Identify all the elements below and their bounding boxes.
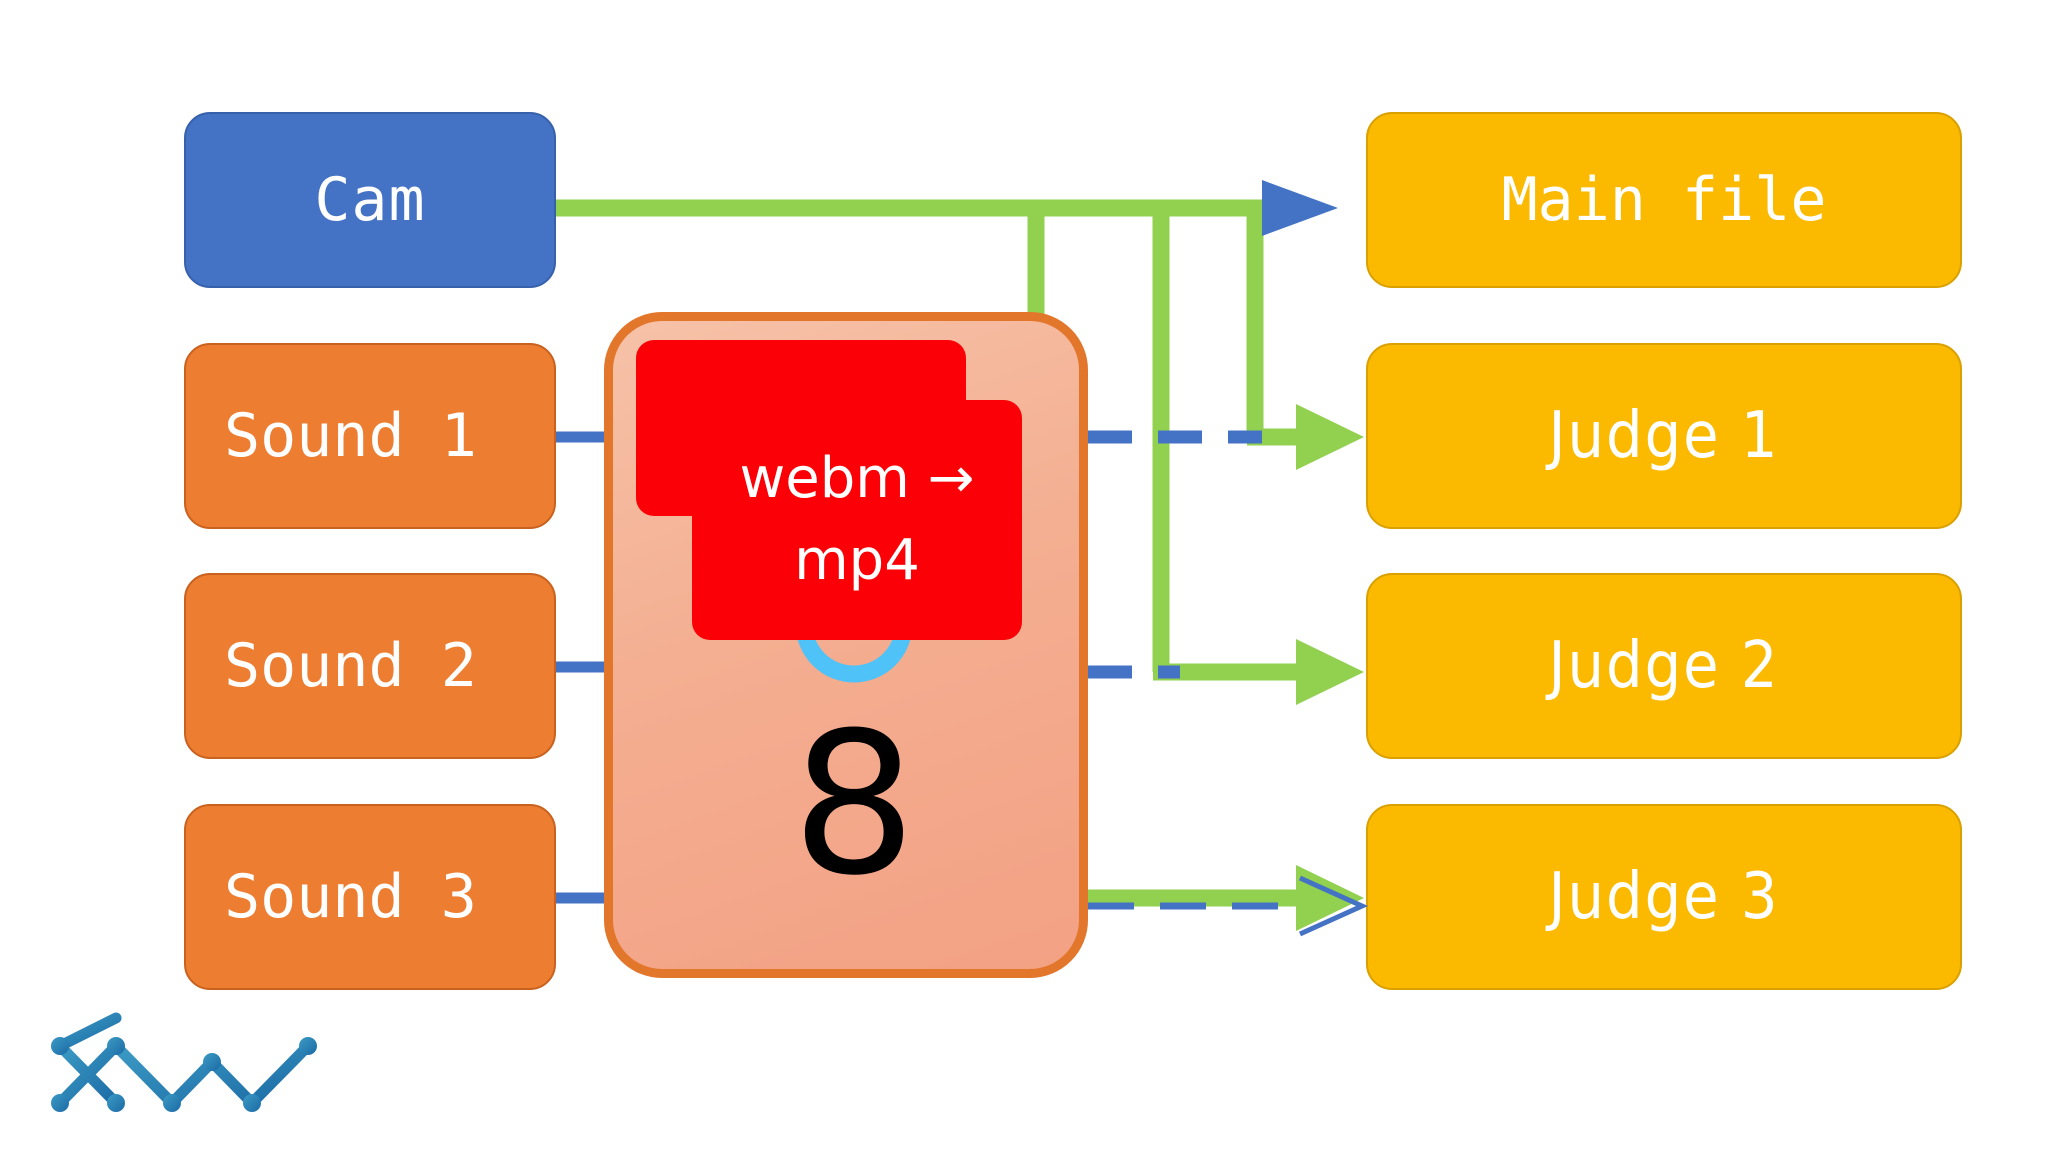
converter-counter: 8 bbox=[791, 691, 917, 919]
node-sound-3[interactable]: Sound 3 bbox=[184, 804, 556, 990]
conversion-badge[interactable]: webm → mp4 bbox=[636, 340, 1056, 640]
conversion-badge-line-1: webm → bbox=[739, 446, 975, 511]
zigzag-logo bbox=[51, 1012, 317, 1112]
node-sound-2-label: Sound 2 bbox=[224, 631, 477, 701]
node-judge-1[interactable]: Judge 1 bbox=[1366, 343, 1962, 529]
node-cam-label: Cam bbox=[314, 165, 426, 235]
node-judge-3-label: Judge 3 bbox=[1548, 860, 1780, 934]
node-sound-2[interactable]: Sound 2 bbox=[184, 573, 556, 759]
conversion-badge-text: webm → mp4 bbox=[692, 400, 1022, 640]
conversion-badge-front-plate bbox=[692, 400, 1022, 640]
arrowhead-judge1 bbox=[1296, 404, 1364, 470]
node-sound-3-label: Sound 3 bbox=[224, 862, 477, 932]
node-main-file[interactable]: Main file bbox=[1366, 112, 1962, 288]
node-cam[interactable]: Cam bbox=[184, 112, 556, 288]
node-sound-1-label: Sound 1 bbox=[224, 401, 477, 471]
node-judge-2[interactable]: Judge 2 bbox=[1366, 573, 1962, 759]
node-judge-3[interactable]: Judge 3 bbox=[1366, 804, 1962, 990]
node-judge-1-label: Judge 1 bbox=[1548, 399, 1780, 473]
arrowhead-judge3-audio bbox=[1298, 875, 1369, 937]
node-judge-2-label: Judge 2 bbox=[1548, 629, 1780, 703]
arrowhead-main-file bbox=[1262, 180, 1338, 236]
node-sound-1[interactable]: Sound 1 bbox=[184, 343, 556, 529]
arrowhead-judge2 bbox=[1296, 639, 1364, 705]
node-main-file-label: Main file bbox=[1501, 165, 1827, 235]
conversion-badge-line-2: mp4 bbox=[794, 528, 920, 593]
